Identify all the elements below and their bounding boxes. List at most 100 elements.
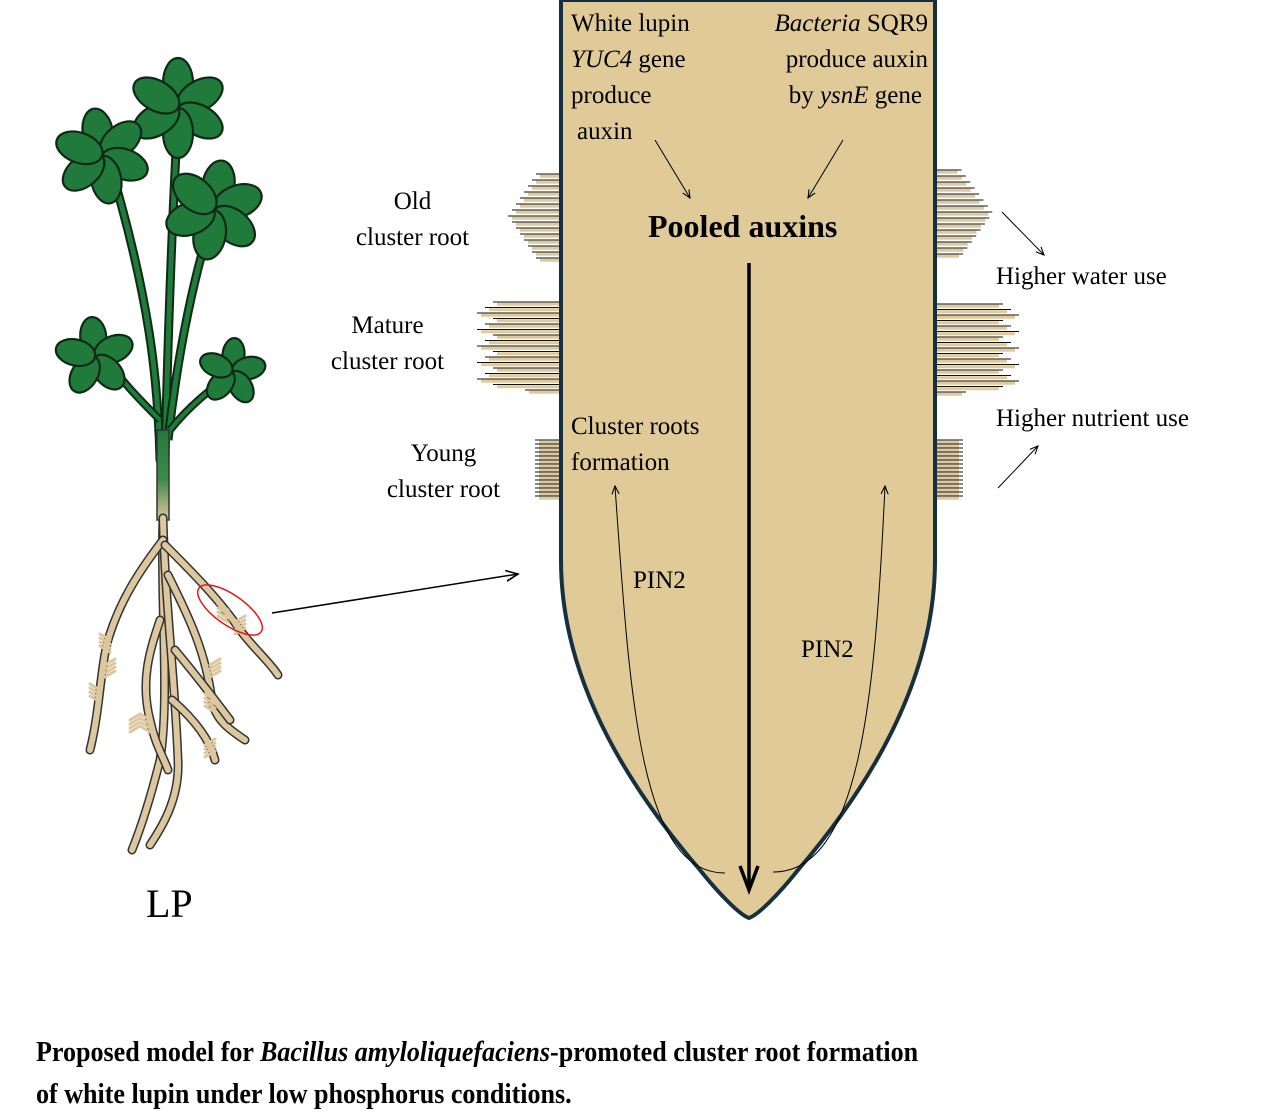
zoom-arrow <box>271 574 518 614</box>
rootlet <box>98 636 112 646</box>
leaf <box>55 107 149 205</box>
label-young-cluster-root: Young cluster root <box>376 436 511 508</box>
label-lp: LP <box>146 881 193 926</box>
rootlet <box>203 700 217 710</box>
arrow-water-use <box>1001 211 1044 255</box>
rootlet <box>203 741 217 751</box>
rootlet <box>103 661 117 671</box>
rootlet <box>138 716 152 726</box>
label-line: YUC4 gene <box>571 42 690 78</box>
label-cluster-roots-formation: Cluster roots formation <box>571 409 699 481</box>
label-higher-water-use: Higher water use <box>996 263 1167 290</box>
pin2-right-flow <box>772 486 885 873</box>
rootlet <box>128 712 142 722</box>
caption-line-1: Proposed model for Bacillus amyloliquefa… <box>36 1032 918 1074</box>
rootlet <box>203 692 217 702</box>
label-old-cluster-root: Old cluster root <box>345 184 480 256</box>
rootlet <box>233 618 247 628</box>
label-higher-nutrient-use: Higher nutrient use <box>996 405 1190 432</box>
leaflet <box>172 172 218 216</box>
rootlet <box>103 665 117 675</box>
root <box>172 647 233 723</box>
rootlet <box>103 657 117 667</box>
rootlet <box>233 626 247 636</box>
rootlet <box>233 614 247 624</box>
label-text: gene <box>632 46 686 73</box>
rootlet <box>138 724 152 734</box>
label-text: SQR9 <box>860 10 928 37</box>
rootlet <box>216 606 230 616</box>
label-line: cluster root <box>355 224 470 251</box>
plant-shoot <box>96 114 233 521</box>
label-line: Bacteria SQR9 <box>775 6 928 42</box>
arrow-nutrient-use <box>997 446 1038 489</box>
label-white-lupin: White lupin YUC4 gene produce auxin <box>571 6 690 150</box>
rootlet <box>88 694 102 704</box>
root-system <box>85 513 283 855</box>
leaflet <box>54 337 97 368</box>
highlight-ellipse <box>196 584 264 636</box>
rootlet <box>203 696 217 706</box>
label-line: cluster root <box>386 476 501 503</box>
rootlet <box>98 632 112 642</box>
rootlet <box>203 745 217 755</box>
rootlet <box>98 640 112 650</box>
caption-text: -promoted cluster root formation <box>550 1037 919 1068</box>
rootlet <box>203 749 217 759</box>
lateral-roots <box>477 169 1019 500</box>
label-line: Mature <box>351 312 424 339</box>
rootlet <box>216 614 230 624</box>
label-line: formation <box>571 449 670 476</box>
leaflet <box>55 130 104 166</box>
label-pin2-right: PIN2 <box>801 636 854 663</box>
root <box>169 697 218 763</box>
leaf <box>54 316 134 394</box>
rootlet <box>208 657 222 667</box>
rootlet <box>128 724 142 734</box>
label-line: Young <box>410 440 477 467</box>
leaflet <box>199 352 234 379</box>
leaf <box>165 159 263 261</box>
label-line: auxin <box>577 118 633 145</box>
organism-name: Bacteria <box>774 10 861 37</box>
label-line: cluster root <box>330 348 445 375</box>
rootlet <box>208 669 222 679</box>
rootlet <box>216 602 230 612</box>
rootlet <box>138 720 152 730</box>
gene-name: ysnE <box>819 82 869 109</box>
rootlet <box>203 737 217 747</box>
caption-line-2: of white lupin under low phosphorus cond… <box>36 1079 572 1110</box>
leaf <box>132 56 224 160</box>
rootlet <box>203 704 217 714</box>
label-line: Old <box>393 188 432 215</box>
label-mature-cluster-root: Mature cluster root <box>320 308 455 380</box>
leaflet <box>132 76 181 115</box>
arrow-bacteria-to-pool <box>808 139 844 198</box>
caption-species: Bacillus amyloliquefaciens <box>259 1037 551 1068</box>
caption-text: Proposed model for <box>36 1037 260 1068</box>
rootlet <box>88 690 102 700</box>
figure-caption: Proposed model for Bacillus amyloliquefa… <box>36 1032 918 1116</box>
label-line: Cluster roots <box>571 413 700 440</box>
auxin-flow-arrowhead <box>738 865 760 895</box>
label-line: by ysnE gene <box>775 78 928 114</box>
leaf <box>199 337 267 404</box>
main-stem <box>156 429 170 521</box>
label-line: produce <box>571 82 652 109</box>
label-text: gene <box>868 82 922 109</box>
gene-name: YUC4 <box>571 46 633 73</box>
rootlet <box>98 644 112 654</box>
label-text: by <box>788 82 820 109</box>
rootlet <box>103 669 117 679</box>
rootlet <box>233 622 247 632</box>
leaves <box>54 56 267 404</box>
stem <box>107 162 163 463</box>
rootlet <box>208 661 222 671</box>
rootlet <box>88 686 102 696</box>
arrow-yuc4-to-pool <box>654 139 690 198</box>
label-pin2-left: PIN2 <box>633 567 686 594</box>
rootlet <box>128 716 142 726</box>
label-bacteria: Bacteria SQR9 produce auxin by ysnE gene <box>775 6 928 114</box>
rootlet <box>216 610 230 620</box>
